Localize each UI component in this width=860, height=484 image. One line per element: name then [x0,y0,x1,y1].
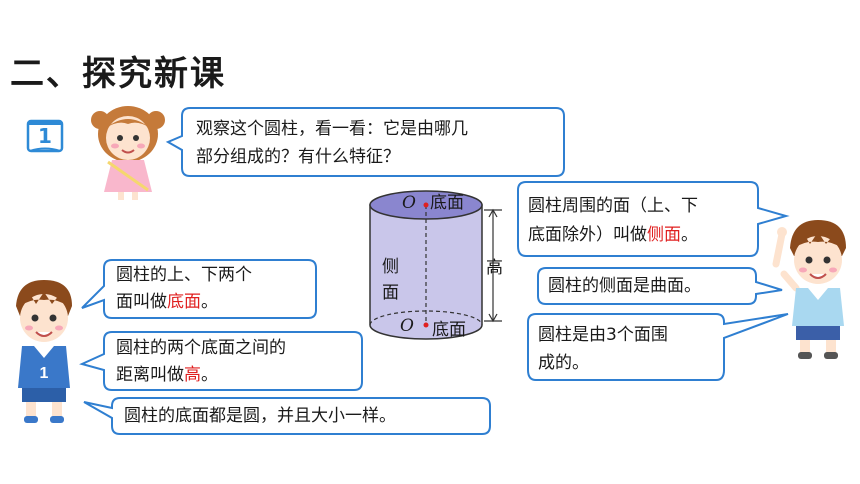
left-bubble-3 [83,397,491,435]
side-label-char-1: 侧 [382,257,399,277]
left-bubble-2-line-2: 距离叫做高。 [116,365,218,385]
lesson-badge: 1 [26,118,64,156]
bottom-base-label: 底面 [432,320,466,340]
cylinder-diagram [369,190,502,340]
right-bubble-2 [537,267,783,305]
height-label: 高 [486,258,503,278]
page-title: 二、探究新课 [10,54,226,94]
right-bubble-2-text: 圆柱的侧面是曲面。 [548,276,701,296]
book-icon [26,119,64,153]
term-gao: 高 [184,365,201,385]
girl-character [88,98,168,202]
question-line-1: 观察这个圆柱，看一看：它是由哪几 [196,119,468,139]
term-dimian: 底面 [167,292,201,312]
bottom-center-dot [423,322,429,328]
right-bubble-1-line-2: 底面除外）叫做侧面。 [528,225,698,245]
left-bubble-2 [79,331,363,391]
top-center-dot [423,202,429,208]
right-bubble-1-line-1: 圆柱周围的面（上、下 [528,196,698,216]
boy-character-left: 1 [4,276,84,426]
left-bubble-1-line-2: 面叫做底面。 [116,292,218,312]
left-bubble-1 [81,259,317,319]
term-cemian: 侧面 [647,225,681,245]
right-bubble-3-line-1: 圆柱是由3个面围 [538,325,668,345]
height-arrow-up [488,208,498,218]
bottom-center-letter: O [400,316,414,336]
top-center-letter: O [402,193,416,213]
left-bubble-2-line-1: 圆柱的两个底面之间的 [116,338,286,358]
left-bubble-3-text: 圆柱的底面都是圆，并且大小一样。 [124,406,396,426]
question-bubble [165,107,565,177]
right-bubble-3-line-2: 成的。 [538,353,589,373]
top-base-label: 底面 [430,193,464,213]
left-bubble-1-line-1: 圆柱的上、下两个 [116,265,252,285]
side-label-char-2: 面 [382,283,399,303]
svg-text:1: 1 [40,365,49,382]
badge-number: 1 [38,124,52,148]
boy-character-right [772,214,856,364]
right-bubble-3 [527,313,789,381]
height-arrow-down [488,313,498,323]
question-line-2: 部分组成的？有什么特征？ [196,147,400,167]
right-bubble-1 [517,181,790,257]
